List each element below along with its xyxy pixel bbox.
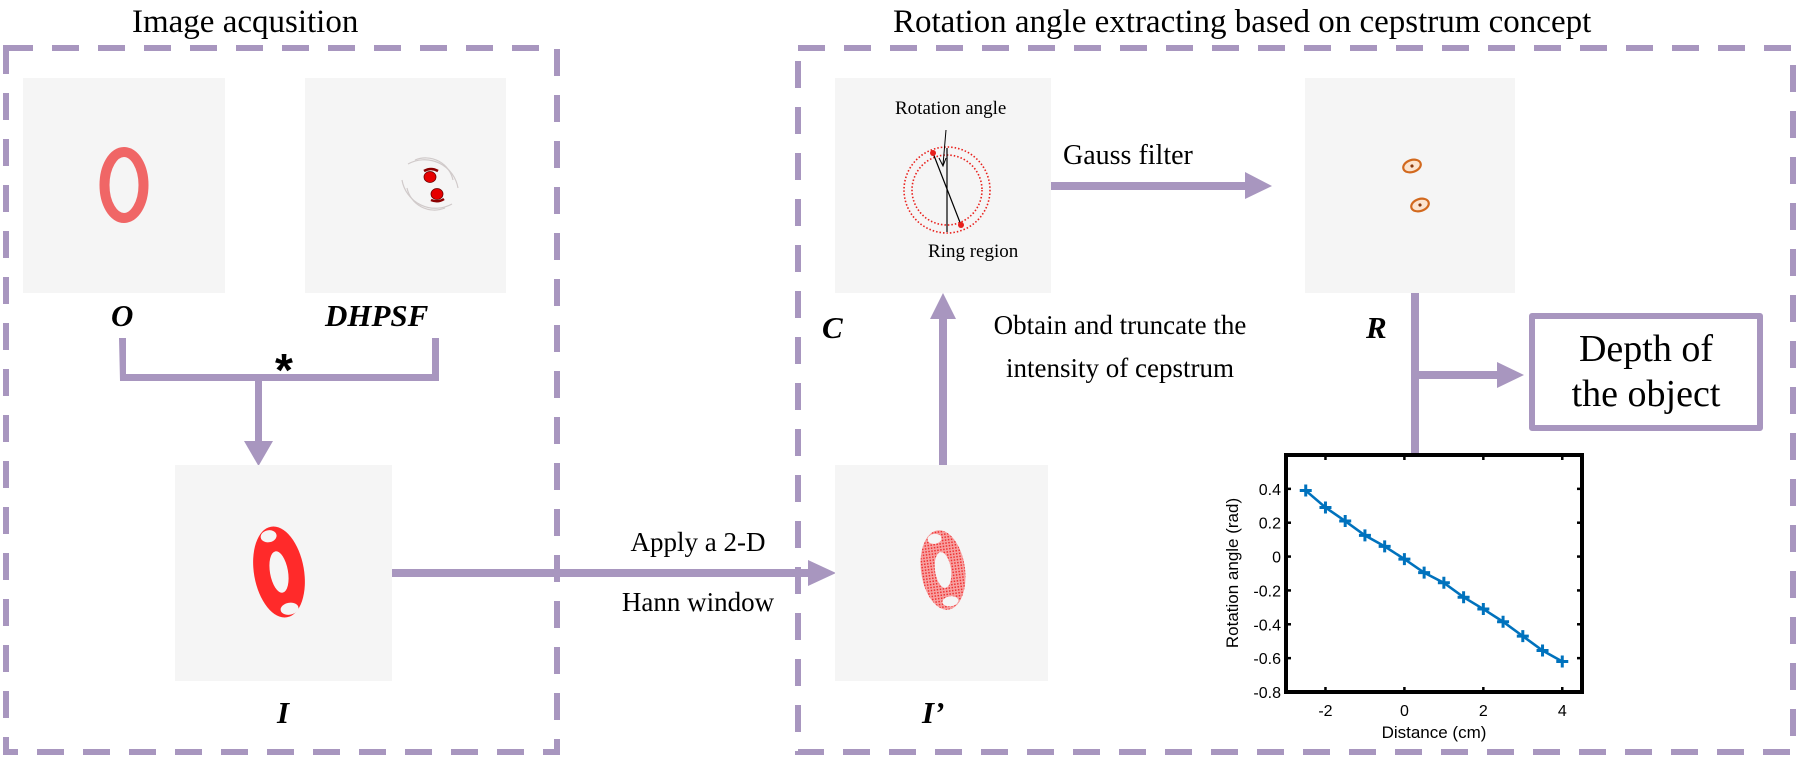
peak-axis — [932, 152, 962, 226]
chart-x-tick-label: 2 — [1479, 703, 1488, 720]
chart-data-point — [1516, 630, 1529, 643]
chart-y-axis-label: Rotation angle (rad) — [1223, 498, 1242, 648]
hann-step-line2: Hann window — [621, 587, 775, 617]
depth-output-box: Depth of the object — [1529, 313, 1763, 431]
extraction-section-title: Rotation angle extracting based on cepst… — [893, 4, 1592, 40]
chart-plot-area — [1284, 453, 1584, 694]
chart-data-point — [1358, 529, 1371, 542]
depth-arrowhead — [1497, 362, 1524, 388]
depth-output-line1: Depth of — [1578, 328, 1714, 371]
cepstrum-label: C — [822, 310, 843, 345]
hann-step-line1: Apply a 2-D — [630, 527, 766, 557]
depth-output-line2: the object — [1571, 373, 1721, 415]
chart-y-tick-label: 0.4 — [1259, 482, 1281, 499]
convolution-bracket — [119, 338, 439, 381]
blurred-digit — [253, 526, 305, 618]
chart-data-point — [1339, 515, 1352, 528]
chart-data-point — [1378, 540, 1391, 553]
chart-data-point — [1437, 576, 1450, 589]
rotation-angle-pointer — [942, 129, 947, 166]
object-digit-zero — [99, 147, 149, 223]
extraction-dashed-box — [795, 45, 1796, 755]
ring-region-annotation: Ring region — [928, 241, 1019, 262]
object-image — [23, 78, 225, 293]
dhpsf-image — [305, 78, 506, 293]
acquisition-section-title: Image acqusition — [132, 4, 359, 40]
windowed-image-label: I’ — [922, 695, 945, 730]
windowed-digit — [920, 530, 966, 610]
chart-data-point — [1457, 591, 1470, 604]
chart-y-tick-label: -0.6 — [1253, 651, 1281, 668]
chart-x-axis-label: Distance (cm) — [1382, 723, 1487, 742]
dhpsf-lobes — [401, 157, 459, 211]
gauss-peaks — [1402, 158, 1430, 213]
convolution-arrowhead — [244, 441, 273, 466]
depth-arrow-shaft — [1415, 371, 1500, 379]
chart-data-point — [1299, 484, 1312, 497]
gauss-arrowhead — [1245, 172, 1272, 199]
object-label: O — [111, 298, 134, 333]
image-panel — [175, 465, 392, 681]
chart-y-tick-label: 0 — [1272, 550, 1281, 567]
cepstrum-panel: Rotation angle Ring region — [835, 78, 1051, 293]
chart-data-point — [1418, 566, 1431, 579]
convolution-arrow-shaft — [255, 378, 262, 442]
chart-y-tick-label: -0.8 — [1253, 685, 1281, 702]
windowed-image-panel — [835, 465, 1048, 681]
chart-data-point — [1398, 553, 1411, 566]
rotation-angle-annotation: Rotation angle — [895, 98, 1007, 119]
chart-x-tick-label: -2 — [1318, 703, 1332, 720]
cepstrum-ring-diagram — [903, 129, 991, 234]
cepstrum-step-line1: Obtain and truncate the — [993, 310, 1247, 340]
gauss-filter-label: Gauss filter — [1063, 140, 1193, 171]
chart-data-point — [1556, 655, 1569, 668]
chart-x-tick-label: 4 — [1558, 703, 1567, 720]
cepstrum-arrowhead — [930, 293, 956, 319]
chart-data-point — [1497, 615, 1510, 628]
outer-ring — [903, 146, 991, 234]
cepstrum-arrow-shaft — [939, 318, 947, 465]
image-label: I — [277, 695, 290, 730]
gauss-arrow-shaft — [1034, 182, 1246, 190]
chart-data-point — [1536, 644, 1549, 657]
cepstrum-step-line2: intensity of cepstrum — [1006, 353, 1234, 383]
chart-y-tick-label: -0.4 — [1253, 617, 1281, 634]
result-label: R — [1366, 310, 1387, 345]
chart-series-line — [1304, 489, 1563, 663]
hann-arrowhead — [808, 560, 836, 586]
result-panel — [1305, 78, 1515, 293]
acquisition-dashed-box — [3, 45, 560, 755]
chart-x-tick-label: 0 — [1400, 703, 1409, 720]
cepstrum-peak — [958, 222, 964, 228]
chart-data-point — [1319, 501, 1332, 514]
dhpsf-label: DHPSF — [325, 298, 429, 333]
chart-y-tick-label: -0.2 — [1253, 583, 1281, 600]
cepstrum-peak — [930, 150, 936, 156]
convolution-operator: * — [275, 344, 293, 396]
chart-y-tick-label: 0.2 — [1259, 516, 1281, 533]
hann-arrow-shaft — [392, 569, 810, 577]
chart-data-point — [1477, 603, 1490, 616]
